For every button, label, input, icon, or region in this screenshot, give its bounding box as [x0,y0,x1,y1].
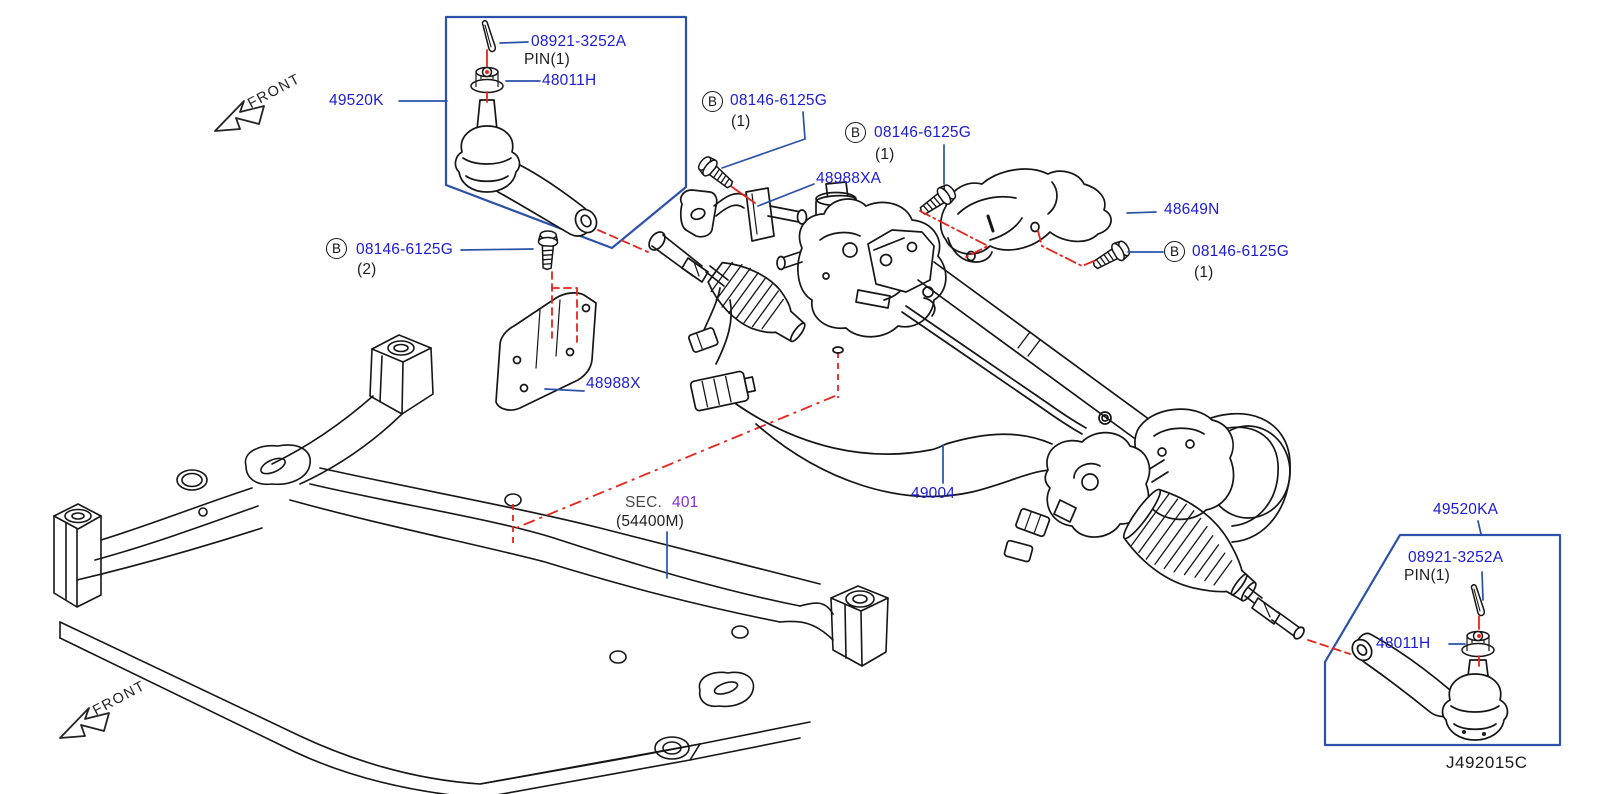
red-reference-center [512,352,839,548]
tie-rod-end-right-drawing [1351,583,1509,741]
bolt-badge-bracket: B [326,238,347,259]
front-arrow-bottom-icon [59,707,110,739]
clamp-part-label[interactable]: 48988XA [816,170,882,187]
bolt-shield-right-drawing [1088,237,1134,275]
bolt-part-label-shield-right[interactable]: 08146-6125G [1192,243,1290,260]
bracket-part-label[interactable]: 48988X [586,375,641,392]
bolt-qty-label-shield-right: (1) [1194,264,1214,281]
subframe-drawing [53,334,889,794]
bolt-part-label-shield-left[interactable]: 08146-6125G [874,124,972,141]
heat-shield-drawing [939,168,1112,263]
nut-part-label-right[interactable]: 48011H [1376,635,1431,652]
part-box-left [444,15,688,250]
front-arrow-top-icon [214,100,265,132]
bolt-badge-top: B [702,91,723,112]
part-box-right [1323,533,1562,747]
red-reference-lines [485,49,1481,667]
bolt-part-label-top[interactable]: 08146-6125G [730,92,828,109]
pin-qty-label-left: PIN(1) [524,51,570,68]
bolt-clamp-drawing [694,152,738,194]
gear-part-label[interactable]: 49004 [911,485,956,502]
sec-number-label[interactable]: 401 [672,494,699,511]
tie-rod-end-left-drawing [454,19,598,237]
diagram-code-label: J492015C [1446,753,1528,772]
bolt-bracket-drawing [536,229,559,271]
bolt-part-label-bracket[interactable]: 08146-6125G [356,241,454,258]
bolt-badge-shield-left: B [845,122,866,143]
bolt-badge-shield-right: B [1164,241,1185,262]
pin-part-label-right[interactable]: 08921-3252A [1408,549,1504,566]
bolt-qty-label-top: (1) [731,113,751,130]
outer-tie-rod-label-left[interactable]: 49520K [329,92,384,109]
sec-prefix-label: SEC. [625,494,662,511]
heat-shield-part-label[interactable]: 48649N [1164,201,1220,218]
steering-gear-drawing [648,181,1305,640]
sec-subnumber-label: (54400M) [616,513,684,530]
pin-part-label-left[interactable]: 08921-3252A [531,33,627,50]
pin-qty-label-right: PIN(1) [1404,567,1450,584]
mount-bracket-drawing [495,292,597,411]
bolt-qty-label-bracket: (2) [357,261,377,278]
nut-part-label-left[interactable]: 48011H [542,72,597,89]
bolt-qty-label-shield-left: (1) [875,146,895,163]
blue-leader-lines [398,41,1484,645]
outer-tie-rod-label-right[interactable]: 49520KA [1433,501,1499,518]
